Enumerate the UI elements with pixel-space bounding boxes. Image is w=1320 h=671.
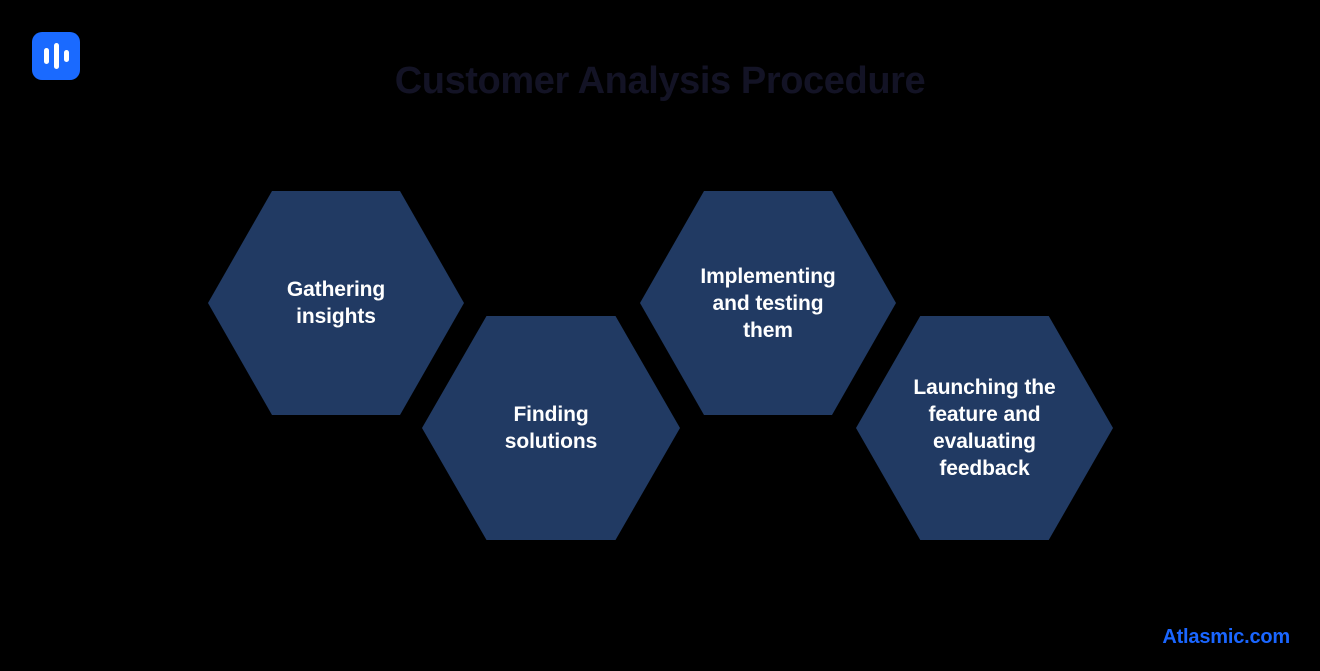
logo-bar-right bbox=[63, 50, 69, 62]
footer-brand-link[interactable]: Atlasmic.com bbox=[1162, 626, 1290, 648]
page-title: Customer Analysis Procedure bbox=[394, 60, 926, 102]
process-step-4-label: Launching the feature and evaluating fee… bbox=[913, 376, 1056, 480]
process-step-2[interactable]: Finding solutions bbox=[422, 316, 680, 540]
process-step-3[interactable]: Implementing and testing them bbox=[640, 191, 896, 415]
atlasmic-waveform-logo-icon[interactable] bbox=[32, 32, 80, 80]
process-step-1-label: Gathering insights bbox=[286, 278, 386, 328]
logo-bar-left bbox=[43, 48, 49, 64]
process-step-1[interactable]: Gathering insights bbox=[208, 191, 464, 415]
process-step-2-label: Finding solutions bbox=[504, 403, 598, 453]
process-step-4[interactable]: Launching the feature and evaluating fee… bbox=[856, 316, 1113, 540]
logo-bar-center bbox=[53, 43, 59, 69]
process-step-3-label: Implementing and testing them bbox=[700, 264, 836, 342]
